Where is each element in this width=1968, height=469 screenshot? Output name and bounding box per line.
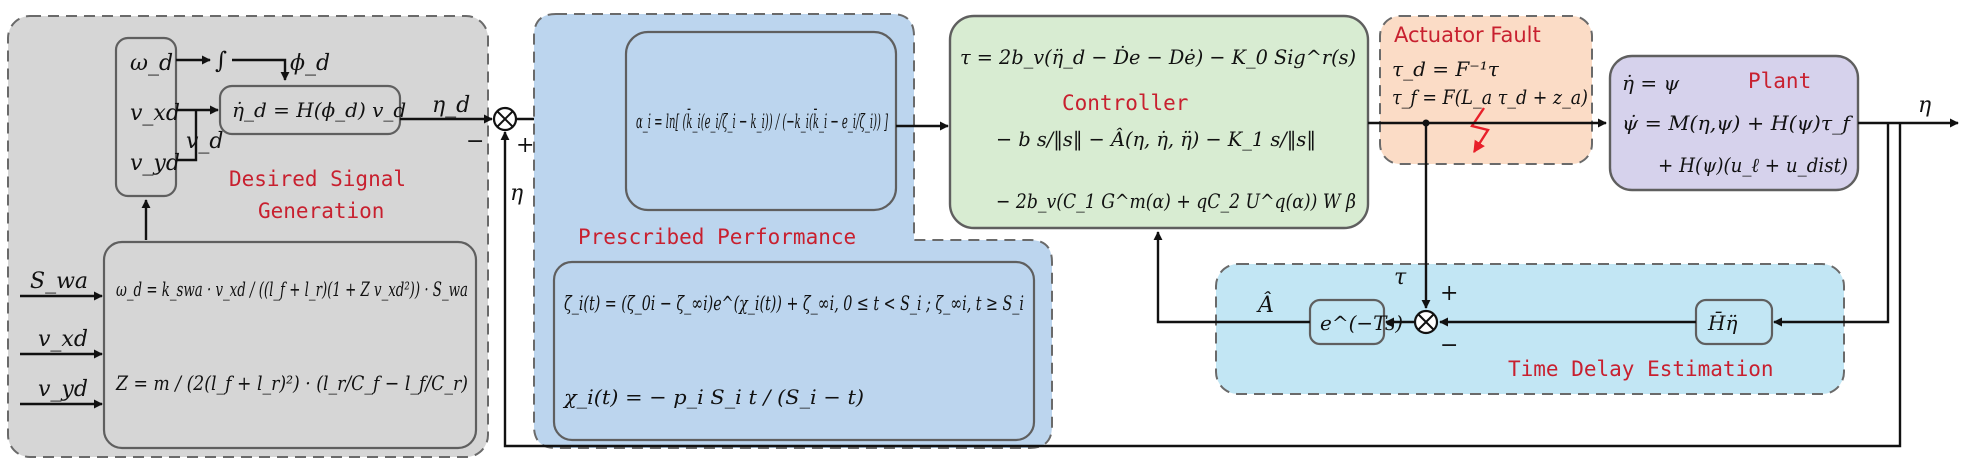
performance-function-equation: ζ_i(t) = (ζ_0i − ζ_∞i)e^(χ_i(t)) + ζ_∞i,…: [564, 291, 1024, 315]
time-delay-estimation-panel: Â e^(−Ts) H̄η̈ τ + − Time Delay Estimati…: [1215, 263, 1845, 395]
input-vyd-label: v_yd: [38, 377, 88, 402]
plant-title: Plant: [1748, 69, 1811, 93]
yaw-rate-equation: ω_d = k_swa · v_xd / ((l_f + l_r)(1 + Z …: [116, 277, 468, 301]
integrator-symbol: ∫: [215, 48, 227, 74]
omega-d-label: ω_d: [130, 51, 173, 76]
actuator-fault-panel: Actuator Fault τ_d = F⁻¹τ τ_f = F(L_a τ_…: [1379, 15, 1593, 165]
v-d-label: v_d: [186, 129, 224, 154]
tde-frame: [1215, 263, 1845, 395]
plant-line3: + H(ψ)(u_ℓ + u_dist): [1658, 153, 1848, 177]
kinematics-equation: η̇_d = H(ϕ_d) v_d: [232, 98, 406, 122]
error-transform-box: [624, 30, 898, 212]
v-xd-label: v_xd: [130, 101, 180, 126]
a-hat-label: Â: [1256, 291, 1274, 318]
fault-line1: τ_d = F⁻¹τ: [1392, 57, 1500, 81]
v-yd-label: v_yd: [130, 151, 180, 176]
chi-equation: χ_i(t) = − p_i S_i t / (S_i − t): [562, 385, 864, 409]
sum1-minus: −: [466, 129, 484, 154]
controller-title: Controller: [1062, 91, 1188, 115]
tde-minus: −: [1440, 333, 1458, 358]
actuator-fault-frame: [1379, 15, 1593, 165]
tde-tau-label: τ: [1394, 265, 1407, 290]
reference-signals-box: [114, 36, 178, 198]
controller-line1: τ = 2b_v(η̈_d − Ḋe − Dė) − K_0 Sig^r(s): [960, 45, 1356, 69]
plant-line1: η̇ = ψ: [1622, 71, 1679, 95]
performance-function-box: [552, 260, 1036, 442]
understeer-equation: Z = m / (2(l_f + l_r)²) · (l_r/C_f − l_f…: [115, 371, 468, 395]
prescribed-performance-panel: α_i = ln[ (k̄_i(e_i/ζ_i − k_i)) / (−k_i(…: [533, 13, 1053, 449]
fault-lightning-icon: [1470, 107, 1490, 154]
actuator-fault-title: Actuator Fault: [1394, 23, 1541, 47]
plant-line2: ψ̇ = M(η,ψ) + H(ψ)τ_f: [1622, 111, 1854, 135]
sum1-plus: +: [516, 133, 534, 158]
input-swa-label: S_wa: [30, 269, 88, 294]
phi-d-label: ϕ_d: [290, 51, 330, 76]
error-transform-equation: α_i = ln[ (k̄_i(e_i/ζ_i − k_i)) / (−k_i(…: [636, 108, 888, 133]
eta-d-label: η_d: [432, 93, 470, 118]
plant-panel: η̇ = ψ Plant ψ̇ = M(η,ψ) + H(ψ)τ_f + H(ψ…: [1608, 54, 1860, 192]
prescribed-performance-title: Prescribed Performance: [578, 225, 856, 249]
tde-plus: +: [1440, 281, 1458, 306]
desired-signal-title-line1: Desired Signal: [229, 167, 406, 191]
controller-panel: τ = 2b_v(η̈_d − Ḋe − Dė) − K_0 Sig^r(s) …: [948, 14, 1370, 230]
tde-title: Time Delay Estimation: [1508, 357, 1774, 381]
input-vxd-label: v_xd: [38, 327, 88, 352]
desired-signal-title-line2: Generation: [258, 199, 384, 223]
yaw-rate-generator-box: [102, 240, 478, 450]
feedback-eta-label: η: [510, 181, 523, 206]
controller-line3: − 2b_v(C_1 G^m(α) + qC_2 U^q(α)) W β: [996, 189, 1356, 213]
controller-line2: − b s/‖s‖ − Â(η, η̇, η̈) − K_1 s/‖s‖: [996, 127, 1316, 152]
desired-signal-panel: ω_d v_xd v_yd ∫ ϕ_d η̇_d = H(ϕ_d) v_d v_…: [7, 15, 493, 458]
inertia-accel-label: H̄η̈: [1707, 310, 1737, 335]
plant-output-eta: η: [1918, 93, 1931, 118]
fault-line2: τ_f = F(L_a τ_d + z_a): [1392, 85, 1588, 109]
kinematics-box: [218, 84, 402, 136]
